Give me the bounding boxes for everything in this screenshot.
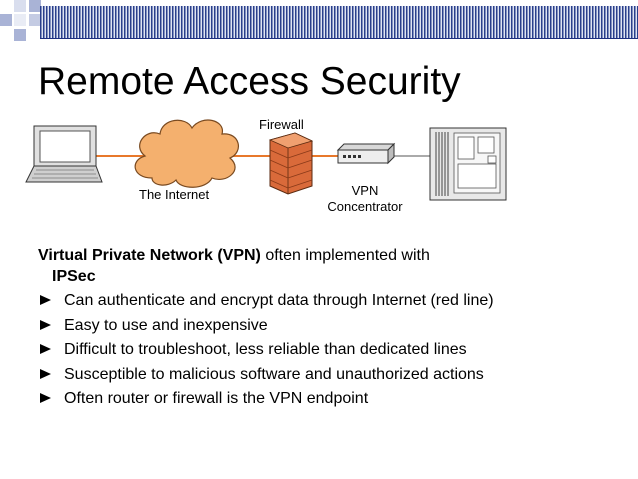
bullet-list: Can authenticate and encrypt data throug… [38, 290, 618, 409]
bullet-arrow-icon [40, 344, 51, 354]
header-band [40, 6, 638, 38]
list-item: Can authenticate and encrypt data throug… [38, 290, 618, 311]
slide-corner-decoration [0, 0, 41, 41]
list-item: Susceptible to malicious software and un… [38, 364, 618, 385]
firewall-label: Firewall [259, 117, 304, 132]
bullet-arrow-icon [40, 368, 51, 379]
vpn-concentrator-label: VPN Concentrator [319, 183, 411, 215]
list-item: Easy to use and inexpensive [38, 315, 618, 336]
laptop-icon [25, 125, 103, 183]
slide-title: Remote Access Security [38, 60, 461, 103]
list-item: Difficult to troubleshoot, less reliable… [38, 339, 618, 360]
slide-body: Virtual Private Network (VPN) often impl… [38, 245, 618, 413]
network-diagram [25, 119, 507, 201]
vpn-label-line1: VPN [351, 183, 379, 198]
bullet-arrow-icon [40, 295, 51, 305]
firewall-icon [268, 132, 314, 195]
bullet-arrow-icon [40, 393, 51, 403]
vpn-label-line2: Concentrator [327, 199, 403, 214]
bullet-arrow-icon [40, 319, 51, 330]
vpn-concentrator-icon [336, 142, 396, 165]
intro-bold-line2: IPSec [52, 268, 96, 285]
internet-cloud-icon [134, 119, 239, 188]
server-icon [429, 127, 507, 201]
list-item: Often router or firewall is the VPN endp… [38, 388, 618, 409]
internet-label: The Internet [139, 187, 210, 202]
header-rule [40, 38, 638, 39]
intro-bold: Virtual Private Network (VPN) [38, 247, 261, 264]
intro-text: Virtual Private Network (VPN) often impl… [38, 245, 618, 287]
intro-normal: often implemented with [260, 247, 430, 264]
